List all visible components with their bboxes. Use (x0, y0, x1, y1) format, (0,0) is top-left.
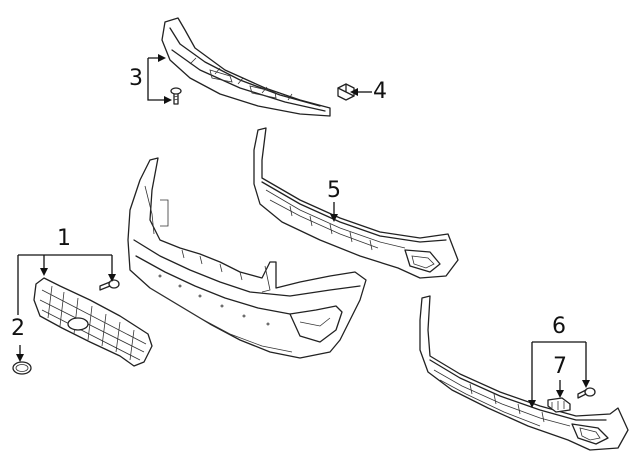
callout-2: 2 (11, 316, 25, 341)
screw-1-part (99, 279, 120, 291)
leader-6 (528, 341, 590, 408)
callout-3: 3 (129, 66, 143, 91)
leader-2 (16, 345, 24, 362)
leader-1 (17, 254, 116, 315)
screw-6-part (577, 387, 596, 399)
clip-7-part (547, 397, 571, 413)
callout-4: 4 (373, 79, 387, 104)
callout-5: 5 (327, 178, 341, 203)
lower-cover-part (419, 295, 629, 451)
callout-7: 7 (553, 354, 567, 379)
leader-3 (147, 54, 172, 104)
bumper-cover-part (127, 157, 367, 359)
lower-absorber-part (253, 127, 459, 279)
emblem-2-part (12, 361, 32, 375)
leader-7 (556, 380, 564, 398)
bolt-3-part (170, 87, 182, 105)
clip-4-part (337, 83, 355, 101)
leader-5 (330, 202, 338, 222)
leader-4 (350, 88, 372, 96)
upper-absorber-part (161, 17, 331, 117)
callout-6: 6 (552, 314, 566, 339)
grille-part (33, 277, 153, 367)
callout-1: 1 (57, 226, 71, 251)
